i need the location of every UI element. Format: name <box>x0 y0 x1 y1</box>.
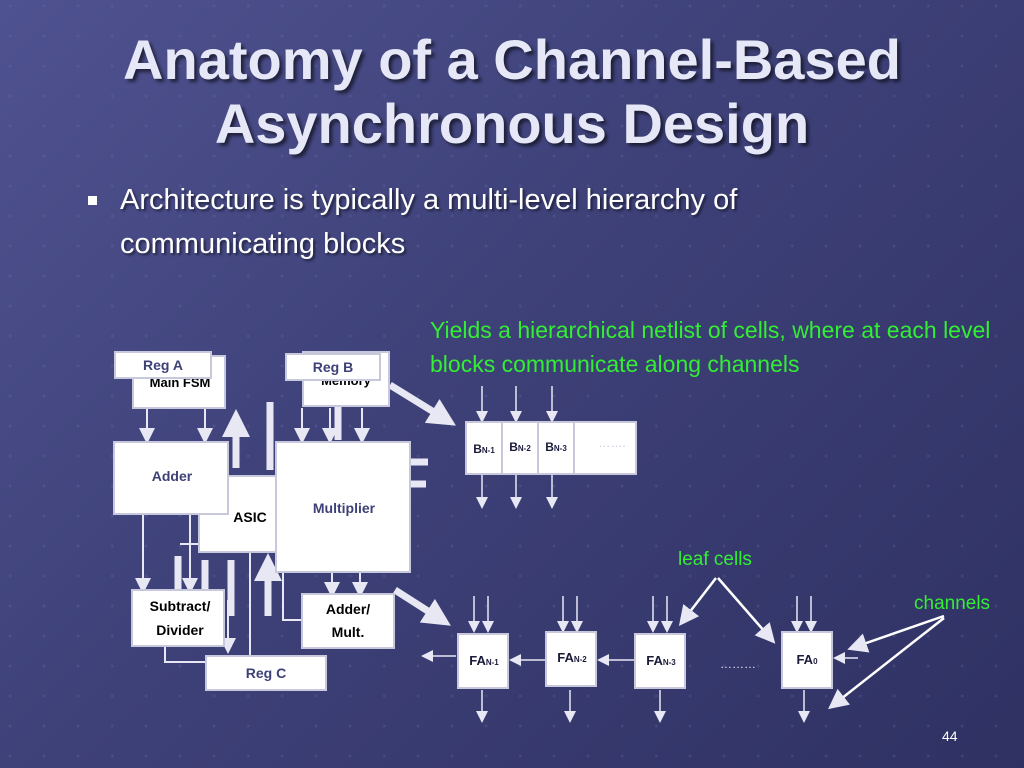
b-cell-label-2: BN-3 <box>545 440 567 454</box>
reg-c-block: Reg C <box>205 655 327 691</box>
bullet-text: Architecture is typically a multi-level … <box>120 184 738 260</box>
b-cell-label-1: BN-2 <box>509 440 531 454</box>
bullet-square-icon <box>88 196 97 205</box>
fa-cell-0 <box>781 631 833 689</box>
leaf-cells-label: leaf cells <box>678 549 752 570</box>
svg-text:Mult.: Mult. <box>332 624 365 640</box>
b-cell-label-0: BN-1 <box>473 442 495 456</box>
channels-label: channels <box>914 593 991 614</box>
svg-text:Reg B: Reg B <box>313 359 353 375</box>
system-level-diagram <box>135 382 456 663</box>
svg-text:Reg C: Reg C <box>246 665 286 681</box>
svg-text:Divider: Divider <box>156 622 204 638</box>
fa-cell-label-3: FA0 <box>796 652 818 667</box>
svg-text:Subtract/: Subtract/ <box>150 598 211 614</box>
fa-row-ellipsis: ……… <box>720 657 756 671</box>
page-number: 44 <box>942 728 958 744</box>
svg-text:Adder: Adder <box>152 468 193 484</box>
svg-text:Reg A: Reg A <box>143 357 183 373</box>
title-line-1: Anatomy of a Channel-Based <box>123 28 901 91</box>
fa-cell-n3 <box>634 633 686 689</box>
b-cell-more <box>573 421 637 475</box>
reg-a-block: Reg A <box>114 351 212 379</box>
svg-text:Adder/: Adder/ <box>326 601 370 617</box>
multiplier-block: Multiplier <box>275 441 411 573</box>
subtract-divider-block: Subtract/ Divider <box>131 589 225 647</box>
fa-cell-row: FAN-1 FAN-2 FAN-3 FA0 ……… <box>421 596 858 723</box>
reg-b-block: Reg B <box>285 353 381 381</box>
fa-cell-n2 <box>545 631 597 687</box>
title-line-2: Asynchronous Design <box>214 92 810 155</box>
svg-text:Multiplier: Multiplier <box>313 500 376 516</box>
fa-cell-label-1: FAN-2 <box>557 650 587 665</box>
slide-title: Anatomy of a Channel-Based Asynchronous … <box>0 28 1024 156</box>
netlist-annotation: Yields a hierarchical netlist of cells, … <box>430 317 991 377</box>
adder-mult-block: Adder/ Mult. <box>301 593 395 649</box>
fa-cell-n1 <box>457 633 509 689</box>
svg-text:ASIC: ASIC <box>233 509 266 525</box>
b-cell-n2 <box>501 421 539 475</box>
annotation-pointers <box>678 577 945 710</box>
bullet-item: Architecture is typically a multi-level … <box>88 178 908 266</box>
adder-block: Adder <box>113 441 229 515</box>
b-cell-row: BN-1 BN-2 BN-3 ……. <box>465 386 637 509</box>
fa-cell-label-0: FAN-1 <box>469 653 499 668</box>
b-cell-n3 <box>537 421 575 475</box>
fa-cell-label-2: FAN-3 <box>646 653 676 668</box>
b-row-ellipsis: ……. <box>598 436 625 450</box>
